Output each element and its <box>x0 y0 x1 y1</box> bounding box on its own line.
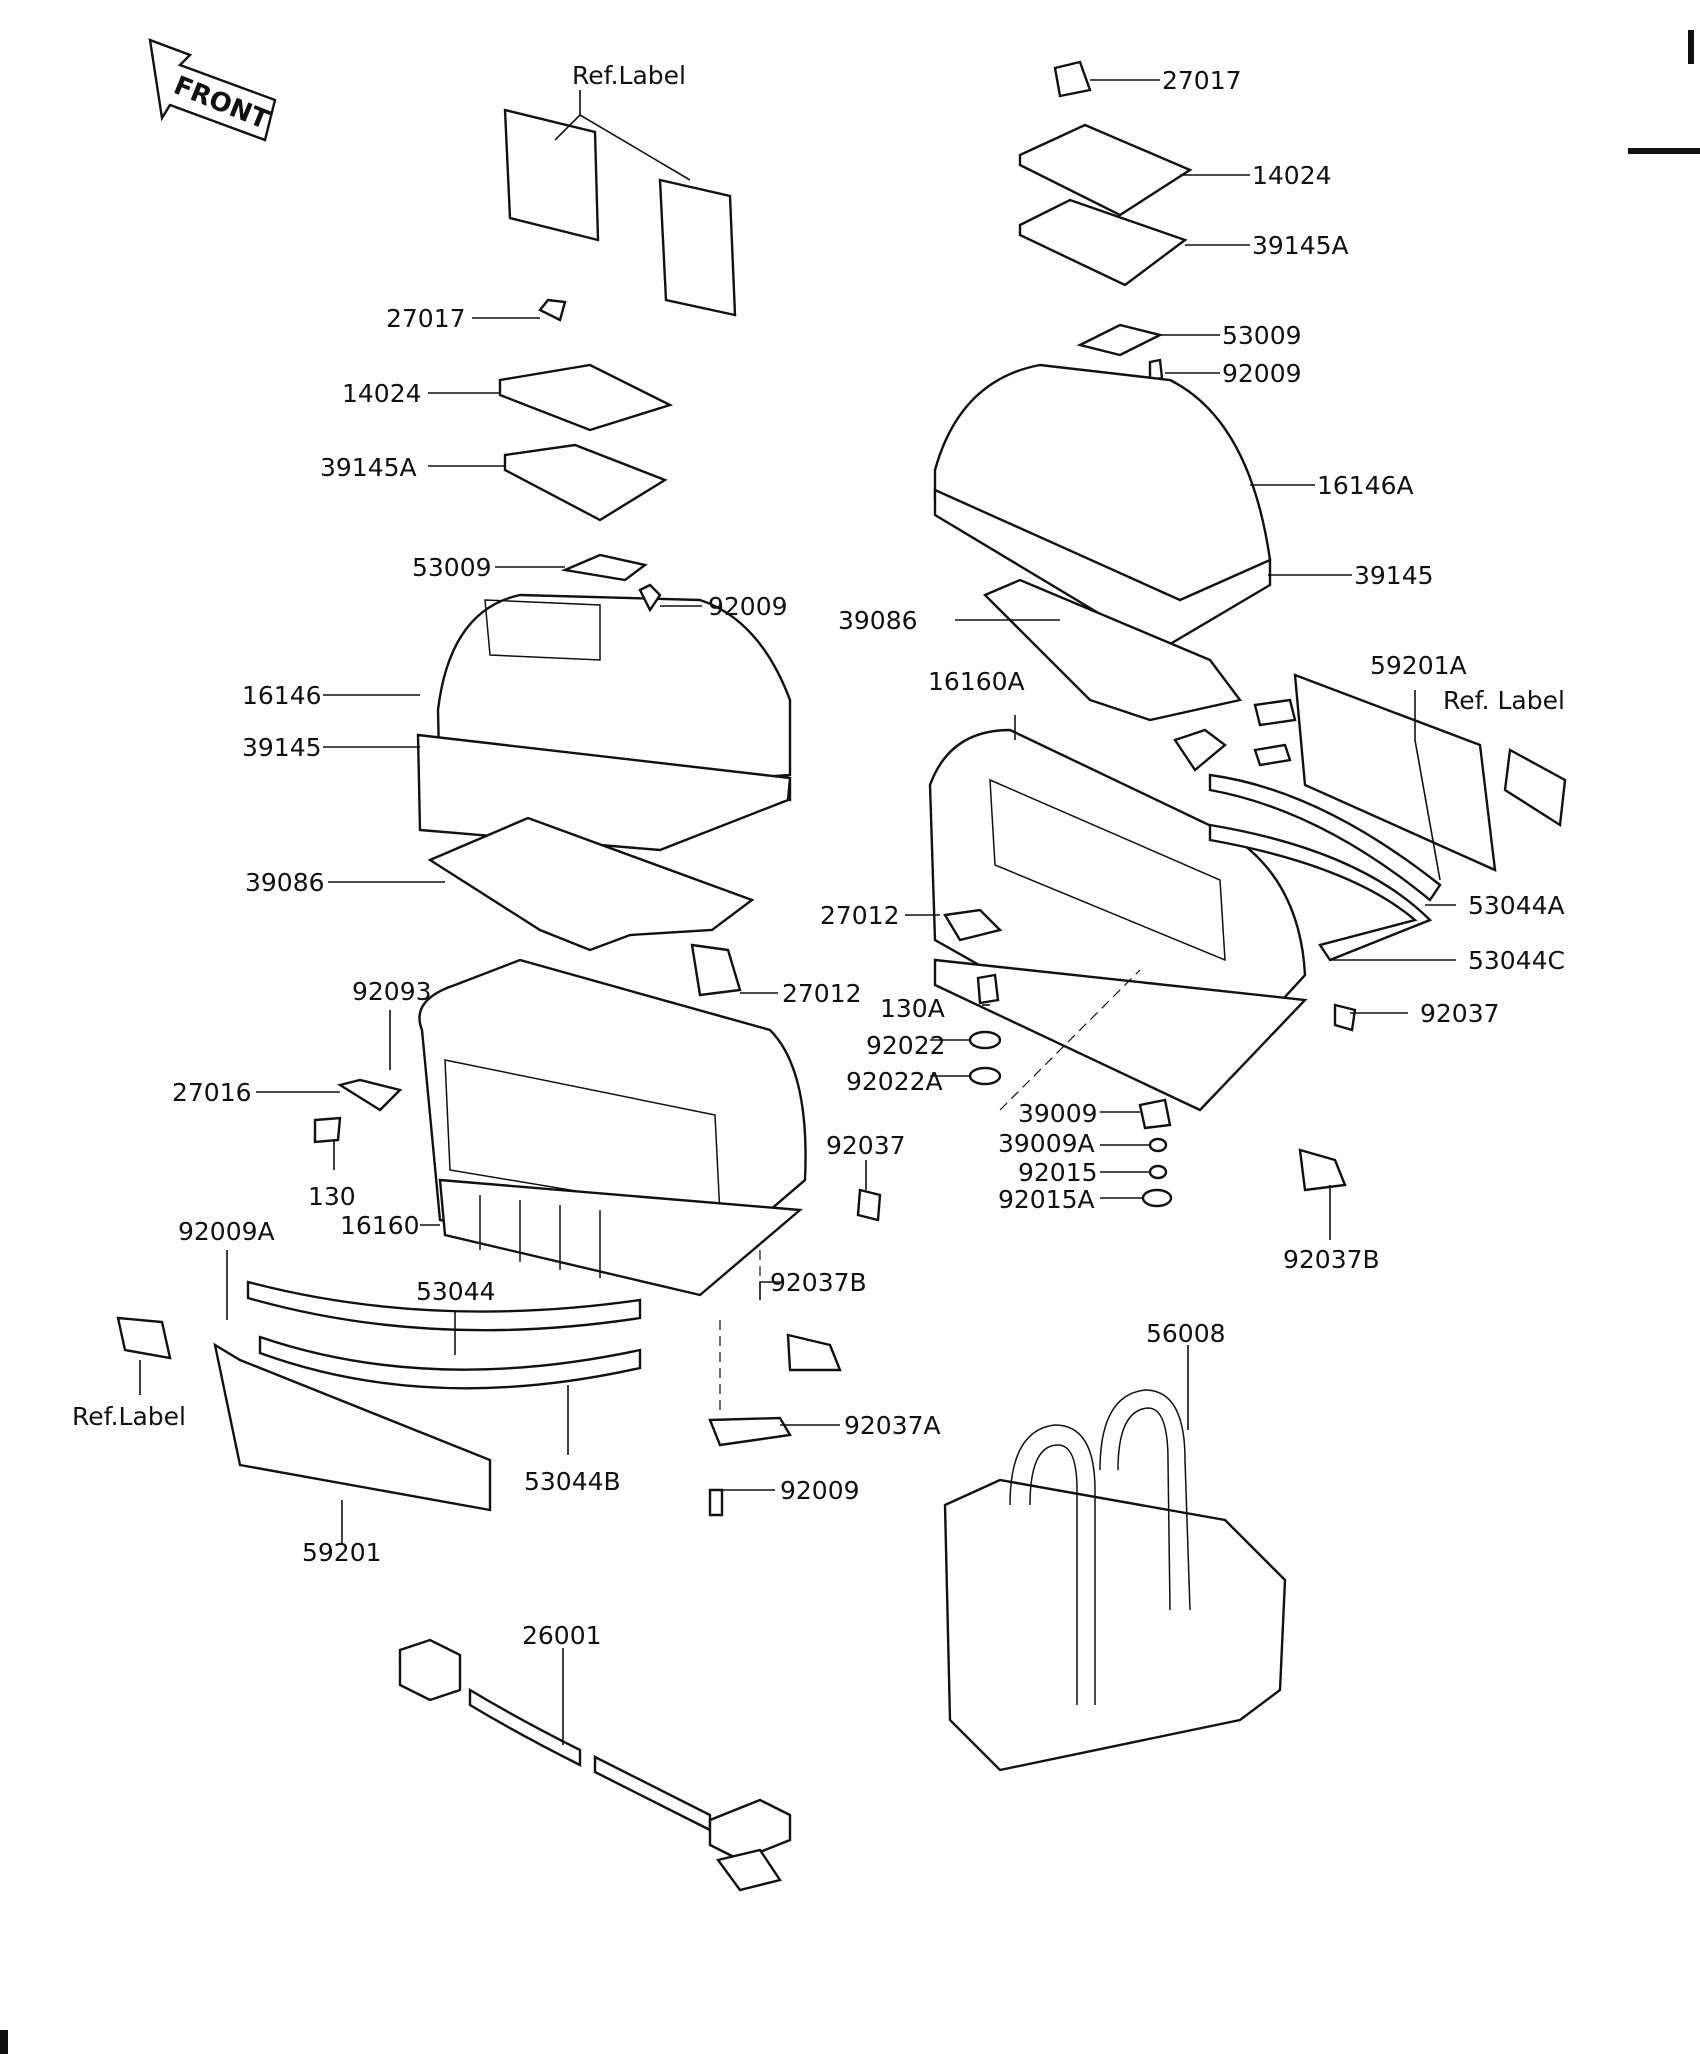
label-ref-label-left: Ref.Label <box>72 1402 186 1431</box>
label-39145-left: 39145 <box>242 733 322 762</box>
label-92009a: 92009A <box>178 1217 275 1246</box>
label-16146a: 16146A <box>1317 471 1414 500</box>
label-130a: 130A <box>880 994 945 1023</box>
right-fastener-stack <box>968 969 1173 1208</box>
label-92022a: 92022A <box>846 1067 943 1096</box>
label-39145a-left: 39145A <box>320 453 417 482</box>
label-92009-bottom: 92009 <box>780 1476 860 1505</box>
label-53044b: 53044B <box>524 1467 621 1496</box>
label-59201a: 59201A <box>1370 651 1467 680</box>
label-27012-right: 27012 <box>820 901 900 930</box>
label-27012-left: 27012 <box>782 979 862 1008</box>
label-53009-left: 53009 <box>412 553 492 582</box>
left-trim-strips <box>116 1280 642 1512</box>
label-92093: 92093 <box>352 977 432 1006</box>
label-92037-left: 92037 <box>826 1131 906 1160</box>
label-92009-right: 92009 <box>1222 359 1302 388</box>
label-14024-right: 14024 <box>1252 161 1332 190</box>
left-bracket-parts <box>708 1250 842 1517</box>
label-16160: 16160 <box>340 1211 420 1240</box>
left-case-seal-39145 <box>416 733 792 852</box>
label-53044: 53044 <box>416 1277 496 1306</box>
label-92037b-right: 92037B <box>1283 1245 1380 1274</box>
label-39009: 39009 <box>1018 1099 1098 1128</box>
label-39009a: 39009A <box>998 1129 1095 1158</box>
label-92015a: 92015A <box>998 1185 1095 1214</box>
left-case-body-16160 <box>418 958 807 1297</box>
label-ref-label-top: Ref.Label <box>572 61 686 90</box>
left-small-parts <box>313 298 882 1222</box>
label-27017-left: 27017 <box>386 304 466 333</box>
label-39145-right: 39145 <box>1354 561 1434 590</box>
label-16146: 16146 <box>242 681 322 710</box>
label-92037a: 92037A <box>844 1411 941 1440</box>
label-53009-right: 53009 <box>1222 321 1302 350</box>
carry-bag-56008 <box>943 1389 1287 1772</box>
label-92037b-left: 92037B <box>770 1268 867 1297</box>
front-arrow: FRONT <box>148 38 277 142</box>
label-92037-right: 92037 <box>1420 999 1500 1028</box>
label-39086-right: 39086 <box>838 606 918 635</box>
label-53044a: 53044A <box>1468 891 1565 920</box>
label-14024-left: 14024 <box>342 379 422 408</box>
label-130: 130 <box>308 1182 356 1211</box>
label-92009-left: 92009 <box>708 592 788 621</box>
label-39145a-right: 39145A <box>1252 231 1349 260</box>
label-53044c: 53044C <box>1468 946 1565 975</box>
label-26001: 26001 <box>522 1621 602 1650</box>
ref-label-sheets <box>503 90 737 317</box>
right-side-parts <box>943 673 1567 1192</box>
page-edge-marks <box>0 30 1700 2054</box>
label-59201: 59201 <box>302 1538 382 1567</box>
label-16160a: 16160A <box>928 667 1025 696</box>
leader-lines <box>139 79 1456 1745</box>
right-top-parts <box>1018 60 1193 382</box>
label-39086-left: 39086 <box>245 868 325 897</box>
label-92022: 92022 <box>866 1031 946 1060</box>
part-labels: Ref.Label 27017 14024 39145A 53009 92009… <box>72 61 1565 1650</box>
label-92015: 92015 <box>1018 1158 1098 1187</box>
label-ref-label-right: Ref. Label <box>1443 686 1565 715</box>
label-27016: 27016 <box>172 1078 252 1107</box>
label-27017-right: 27017 <box>1162 66 1242 95</box>
right-case-liner-39086 <box>982 578 1243 722</box>
right-case-lid-16146a <box>933 363 1272 652</box>
wire-harness-26001 <box>398 1638 792 1892</box>
left-case-liner-39086 <box>427 816 755 952</box>
label-56008: 56008 <box>1146 1319 1226 1348</box>
